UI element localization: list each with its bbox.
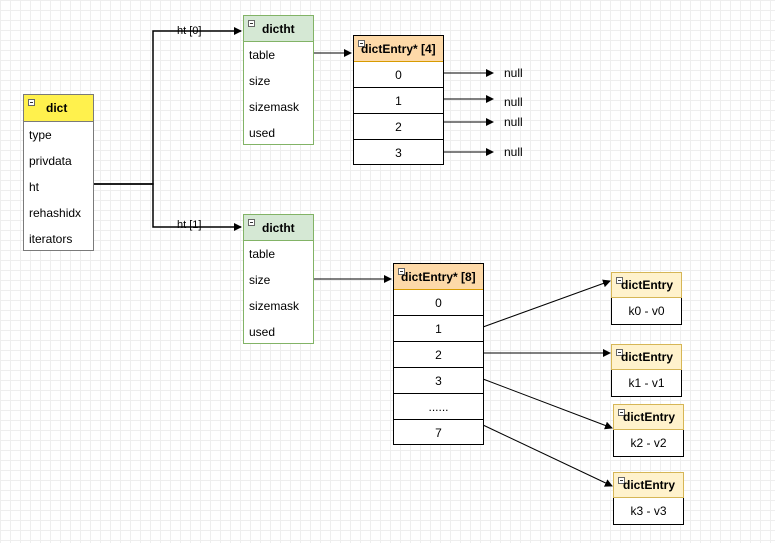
collapse-icon[interactable] [618,409,625,416]
dict-entry-title: dictEntry [621,350,674,364]
dictht-1-field: size [249,273,271,287]
bucket-cell: 2 [394,342,483,368]
dict-entry-2[interactable]: dictEntry k2 - v2 [613,404,684,458]
dict-entry-title: dictEntry [621,278,674,292]
dict-node[interactable]: dict type privdata ht rehashidx iterator… [23,94,94,251]
collapse-icon[interactable] [358,40,365,47]
bucket-cell: 1 [354,88,443,114]
dict-entry-value: k0 - v0 [611,298,682,325]
ht0-label: ht [0] [177,25,202,37]
dictht-0-field: sizemask [249,100,300,114]
dictht-0-title: dictht [262,21,295,36]
collapse-icon[interactable] [248,20,255,27]
collapse-icon[interactable] [616,277,623,284]
dict-entry-value: k1 - v1 [611,370,682,397]
bucket-cell: 0 [394,290,483,316]
dict-entry-3[interactable]: dictEntry k3 - v3 [613,472,684,526]
dictht-1-node[interactable]: dictht table size sizemask used [243,214,314,344]
dictht-0-field: table [249,48,276,62]
edge-entry-0 [482,279,611,328]
dictht-0-field: used [249,126,276,140]
dict-entry-header: dictEntry [611,272,682,298]
null-label: null [504,66,523,80]
table-0-array[interactable]: dictEntry* [4] 0 1 2 3 [353,35,444,165]
edge-entry-3 [482,424,613,487]
edge-ht1 [93,183,242,231]
collapse-icon[interactable] [618,477,625,484]
dict-field-type: type [29,128,52,142]
collapse-icon[interactable] [616,349,623,356]
dictht-1-header: dictht [244,215,313,241]
table-1-title: dictEntry* [8] [401,269,476,284]
dict-field-iterators: iterators [29,232,73,246]
bucket-cell: ...... [394,394,483,420]
dict-header: dict [24,95,93,122]
table-0-header: dictEntry* [4] [354,36,443,62]
bucket-cell: 2 [354,114,443,140]
dict-entry-header: dictEntry [613,472,684,498]
collapse-icon[interactable] [28,99,35,106]
bucket-cell: 3 [394,368,483,394]
bucket-cell: 0 [354,62,443,88]
dict-field-privdata: privdata [29,154,72,168]
dict-field-rehashidx: rehashidx [29,206,82,220]
dict-entry-value: k3 - v3 [613,498,684,525]
collapse-icon[interactable] [248,219,255,226]
dict-entry-value: k2 - v2 [613,430,684,457]
bucket-cell: 7 [435,426,442,440]
table-1-header: dictEntry* [8] [394,264,483,290]
null-label: null [504,115,523,129]
dictht-0-field: size [249,74,271,88]
dict-entry-0[interactable]: dictEntry k0 - v0 [611,272,682,326]
null-label: null [504,95,523,109]
dict-title: dict [46,101,68,115]
dict-entry-title: dictEntry [623,478,676,492]
bucket-cell: 3 [395,146,402,160]
dictht-1-field: used [249,325,276,339]
ht1-label: ht [1] [177,219,202,231]
dictht-1-title: dictht [262,220,295,235]
dict-field-ht: ht [29,180,40,194]
null-label: null [504,145,523,159]
dictht-0-header: dictht [244,16,313,42]
table-0-title: dictEntry* [4] [361,41,436,56]
dictht-1-field: sizemask [249,299,300,313]
bucket-cell: 1 [394,316,483,342]
dictht-0-node[interactable]: dictht table size sizemask used [243,15,314,145]
dict-entry-header: dictEntry [611,344,682,370]
table-1-array[interactable]: dictEntry* [8] 0 1 2 3 ...... 7 [393,263,484,445]
dict-entry-title: dictEntry [623,410,676,424]
dict-entry-header: dictEntry [613,404,684,430]
edge-entry-2 [482,378,613,430]
collapse-icon[interactable] [398,268,405,275]
dictht-1-field: table [249,247,276,261]
edge-ht0 [93,27,242,185]
dict-entry-1[interactable]: dictEntry k1 - v1 [611,344,682,398]
